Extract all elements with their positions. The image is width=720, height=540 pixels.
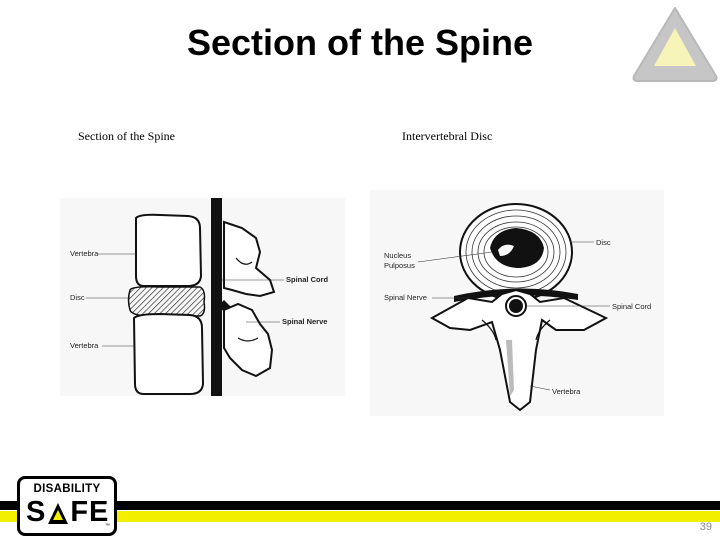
logo-triangle-icon	[47, 500, 69, 528]
footer-black-stripe	[0, 501, 720, 510]
left-figure-caption: Section of the Spine	[78, 129, 175, 143]
label-nucleus: Nucleus	[384, 251, 411, 260]
label-vertebra-right: Vertebra	[552, 387, 581, 396]
label-disc: Disc	[70, 293, 85, 302]
label-spinal-cord-right: Spinal Cord	[612, 302, 651, 311]
footer-yellow-stripe	[0, 511, 720, 522]
logo-top-text: DISABILITY	[33, 483, 101, 495]
label-spinal-cord: Spinal Cord	[286, 275, 329, 284]
label-spinal-nerve: Spinal Nerve	[282, 317, 327, 326]
right-figure-caption: Intervertebral Disc	[402, 129, 493, 143]
spine-section-diagram: Vertebra Disc Vertebra Spinal Cord Spina…	[60, 198, 345, 396]
disability-safe-logo: DISABILITY S FE ™	[17, 476, 117, 536]
logo-letters-fe: FE	[70, 496, 110, 528]
label-spinal-nerve-right: Spinal Nerve	[384, 293, 427, 302]
logo-trademark: ™	[105, 523, 110, 529]
page-number: 39	[699, 521, 712, 533]
label-pulposus: Pulposus	[384, 261, 415, 270]
label-vertebra-bottom: Vertebra	[70, 341, 99, 350]
slide-title: Section of the Spine	[186, 22, 534, 63]
logo-letter-s: S	[26, 496, 47, 528]
intervertebral-disc-diagram: Nucleus Pulposus Spinal Nerve Disc Spina…	[370, 190, 664, 416]
warning-triangle-icon	[630, 2, 720, 84]
label-vertebra-top: Vertebra	[70, 249, 99, 258]
logo-bottom-text: S FE	[26, 496, 109, 528]
label-disc-right: Disc	[596, 238, 611, 247]
